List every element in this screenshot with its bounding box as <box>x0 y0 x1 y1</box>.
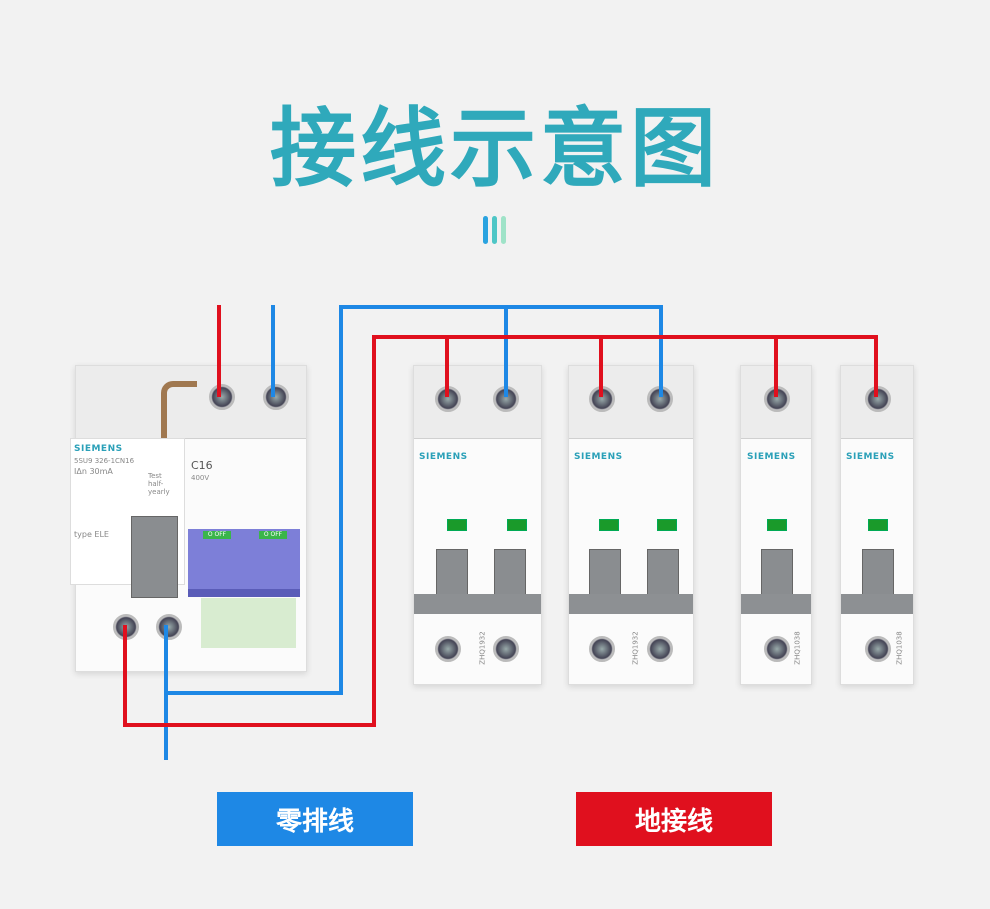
din-clip <box>741 594 811 614</box>
rating-label: IΔn 30mA <box>74 467 113 476</box>
neutral-wire <box>164 305 663 760</box>
curve-label: C16 <box>191 459 213 472</box>
breaker-1p-2: SIEMENS ZHQ1038 <box>840 365 914 685</box>
off-indicator: O OFF <box>259 531 287 539</box>
busbar-clip <box>161 381 197 442</box>
breaker-2p-1: SIEMENS ZHQ1932 <box>413 365 542 685</box>
off-indicator: O OFF <box>203 531 231 539</box>
page-title: 接线示意图 <box>270 99 720 199</box>
legend-neutral: 零排线 <box>217 792 413 846</box>
breaker-2p-2: SIEMENS ZHQ1932 <box>568 365 694 685</box>
brand-label: SIEMENS <box>74 444 123 454</box>
din-clip <box>841 594 913 614</box>
label-window <box>201 598 296 648</box>
voltage-label: 400V <box>191 474 210 482</box>
model-label: 5SU9 326-1CN16 <box>74 457 135 465</box>
test-handle[interactable] <box>131 516 178 598</box>
legend-earth: 地接线 <box>576 792 772 846</box>
rcbo-toggle[interactable] <box>188 529 300 597</box>
brand-label: SIEMENS <box>846 452 895 462</box>
din-clip <box>569 594 693 614</box>
type-label: type ELE <box>74 530 109 539</box>
earth-wire <box>123 335 878 727</box>
rcbo-breaker: SIEMENS 5SU9 326-1CN16 IΔn 30mA Test hal… <box>70 365 307 672</box>
brand-label: SIEMENS <box>419 452 468 462</box>
din-clip <box>414 594 541 614</box>
breaker-1p-1: SIEMENS ZHQ1038 <box>740 365 812 685</box>
brand-label: SIEMENS <box>574 452 623 462</box>
brand-label: SIEMENS <box>747 452 796 462</box>
test-label: Test half-yearly <box>148 472 170 496</box>
decorative-bars-icon <box>483 216 506 244</box>
